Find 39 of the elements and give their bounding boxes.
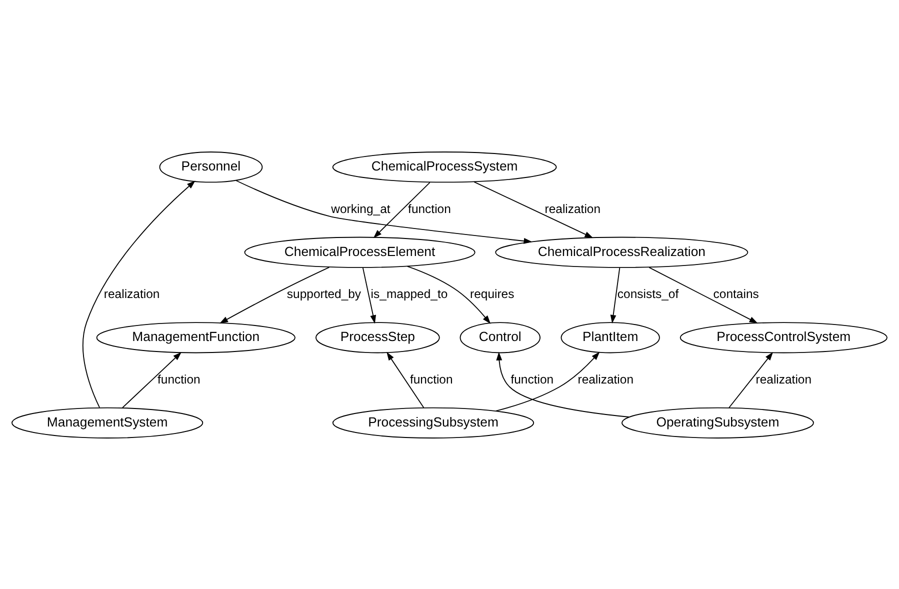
node-ellipse: ProcessingSubsystem bbox=[332, 406, 534, 438]
arrow bbox=[728, 351, 774, 408]
node-ellipse: ProcessControlSystem bbox=[680, 322, 888, 353]
node-ellipse: Personnel bbox=[159, 151, 263, 182]
node-ellipse: Control bbox=[460, 322, 540, 353]
edge-label: function bbox=[157, 372, 200, 386]
arrow bbox=[122, 352, 182, 408]
edge-label: function bbox=[510, 372, 554, 386]
arrow bbox=[474, 181, 594, 238]
node-ellipse: ManagementFunction bbox=[96, 322, 296, 353]
node-ellipse: PlantItem bbox=[560, 322, 660, 353]
arrow bbox=[82, 180, 196, 408]
arrow bbox=[236, 180, 532, 244]
node-ellipse: ChemicalProcessSystem bbox=[332, 151, 557, 182]
arrow bbox=[496, 351, 600, 411]
node-ellipse: ProcessStep bbox=[316, 322, 440, 353]
arrow bbox=[648, 266, 758, 323]
edge-label: supported_by bbox=[286, 286, 362, 301]
arrow bbox=[220, 266, 330, 323]
node-ellipse: OperatingSubsystem bbox=[622, 406, 814, 438]
arrow bbox=[496, 351, 630, 417]
arrow bbox=[610, 266, 620, 323]
arrow bbox=[373, 182, 430, 238]
edge-label: realization bbox=[544, 201, 601, 216]
node-ellipse: ChemicalProcessElement bbox=[244, 236, 476, 268]
edge-label: consists_of bbox=[617, 286, 679, 301]
edge-label: realization bbox=[578, 372, 634, 386]
arrow bbox=[386, 351, 424, 408]
edge-label: realization bbox=[104, 286, 160, 301]
edge-label: function bbox=[410, 372, 453, 386]
edge-label: function bbox=[408, 201, 451, 216]
edge-label: realization bbox=[756, 372, 812, 386]
node-ellipse: ManagementSystem bbox=[12, 406, 204, 438]
edge-label: contains bbox=[713, 286, 759, 301]
arrow bbox=[362, 266, 376, 324]
edge-label: working_at bbox=[331, 201, 390, 216]
edge-label: requires bbox=[470, 286, 514, 301]
edge-label: is_mapped_to bbox=[370, 286, 448, 301]
arrow bbox=[406, 265, 491, 324]
